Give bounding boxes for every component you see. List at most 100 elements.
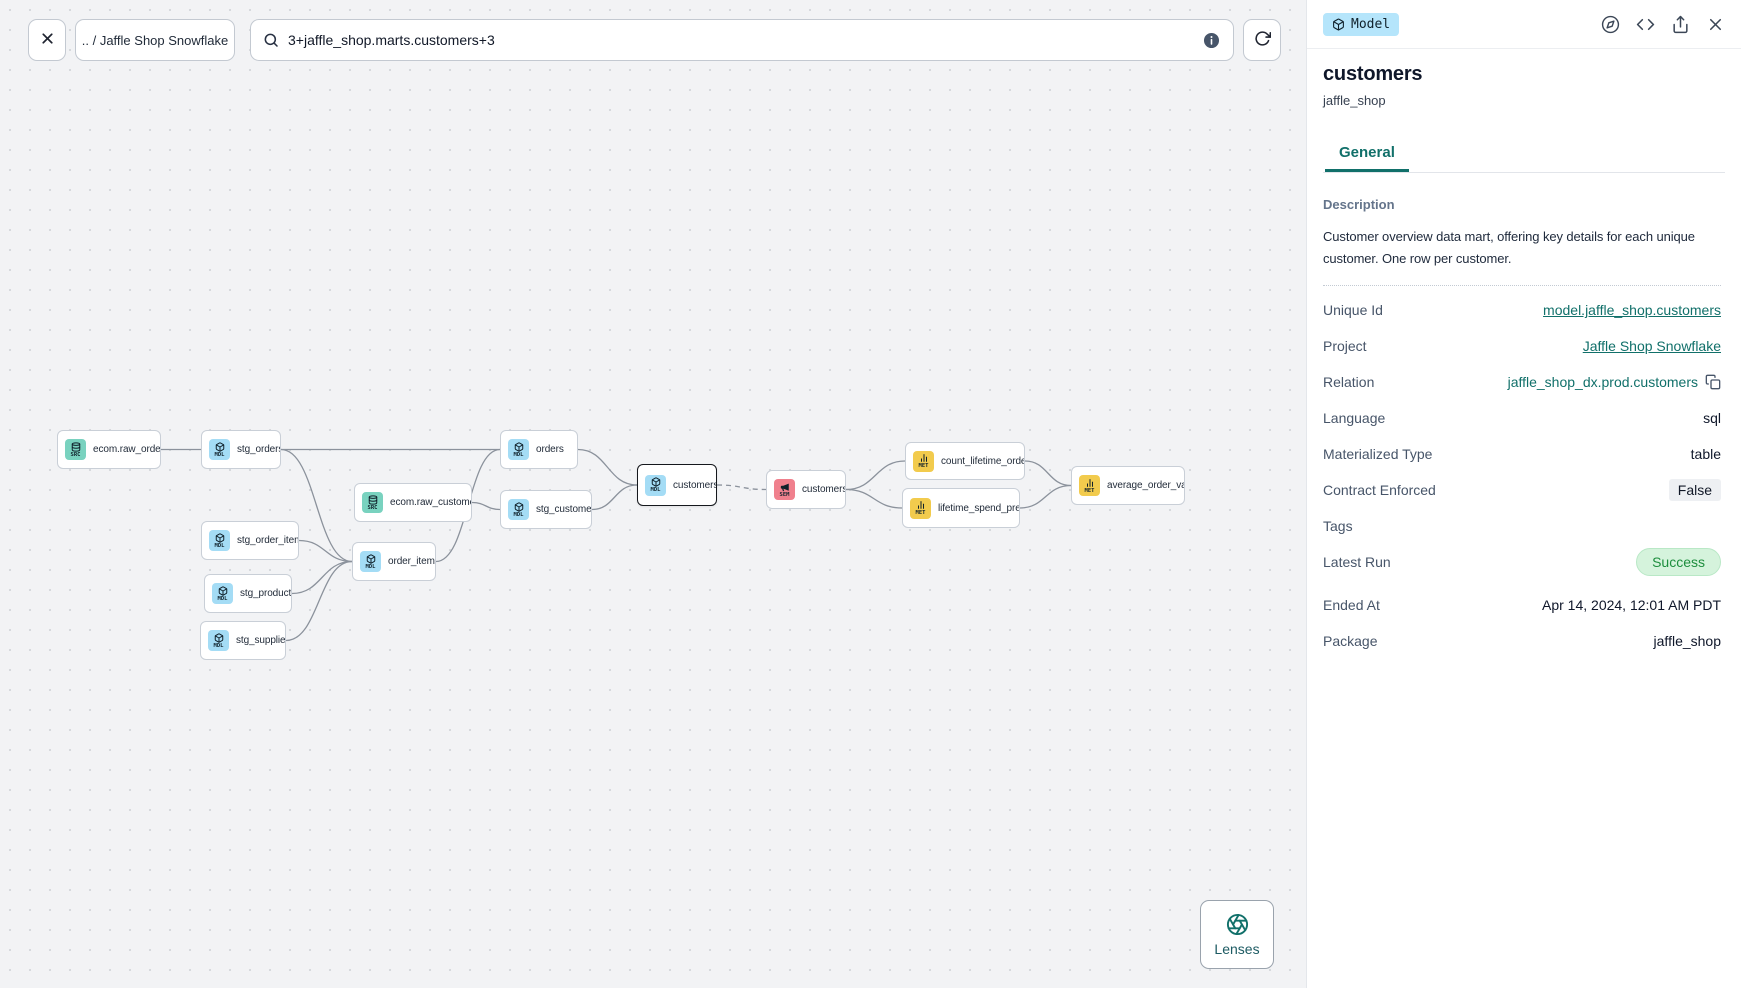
field-label: Tags: [1323, 518, 1353, 534]
dag-node-stg_customers[interactable]: MDL stg_customers: [500, 490, 592, 529]
node-label: average_order_value: [1107, 480, 1184, 491]
node-label: order_items: [388, 556, 436, 567]
status-badge: Success: [1636, 548, 1721, 576]
status-chip: False: [1668, 479, 1721, 501]
breadcrumb[interactable]: .. / Jaffle Shop Snowflake: [75, 19, 235, 61]
detail-row: Latest Run Success: [1323, 544, 1721, 580]
cube-icon: MDL: [209, 439, 230, 460]
database-icon: SRC: [362, 492, 383, 513]
cube-icon: MDL: [208, 630, 229, 651]
node-label: stg_products: [240, 588, 292, 599]
close-lineage-button[interactable]: [28, 19, 66, 61]
field-value: table: [1690, 446, 1721, 462]
field-label: Relation: [1323, 374, 1375, 390]
database-icon: SRC: [65, 439, 86, 460]
search-icon: [264, 33, 278, 47]
field-value: Apr 14, 2024, 12:01 AM PDT: [1542, 597, 1721, 613]
description-label: Description: [1323, 197, 1395, 212]
refresh-button[interactable]: [1243, 19, 1281, 61]
cube-icon: MDL: [508, 439, 529, 460]
node-label: stg_customers: [536, 504, 592, 515]
code-icon[interactable]: [1635, 15, 1655, 35]
field-label: Ended At: [1323, 597, 1380, 613]
detail-row: Tags: [1323, 508, 1721, 544]
field-label: Latest Run: [1323, 554, 1391, 570]
dag-node-customers_sem[interactable]: SEM customers: [766, 470, 846, 509]
field-value: model.jaffle_shop.customers: [1543, 302, 1721, 318]
field-label: Project: [1323, 338, 1367, 354]
detail-row: Contract Enforced False: [1323, 472, 1721, 508]
megaphone-icon: SEM: [774, 479, 795, 500]
detail-row: Materialized Type table: [1323, 436, 1721, 472]
detail-row: Relation jaffle_shop_dx.prod.customers: [1323, 364, 1721, 400]
field-label: Materialized Type: [1323, 446, 1433, 462]
field-value: jaffle_shop_dx.prod.customers: [1508, 374, 1721, 390]
field-value-link[interactable]: model.jaffle_shop.customers: [1543, 302, 1721, 318]
detail-row: Project Jaffle Shop Snowflake: [1323, 328, 1721, 364]
panel-tabs: General: [1323, 135, 1725, 173]
detail-row: Ended At Apr 14, 2024, 12:01 AM PDT: [1323, 587, 1721, 623]
dag-node-order_items[interactable]: MDL order_items: [352, 542, 436, 581]
dag-node-stg_orders[interactable]: MDL stg_orders: [201, 430, 281, 469]
share-icon[interactable]: [1670, 15, 1690, 35]
field-label: Unique Id: [1323, 302, 1383, 318]
dag-node-ecom_raw_customers[interactable]: SRC ecom.raw_customers: [354, 483, 472, 522]
cube-icon: MDL: [212, 583, 233, 604]
dag-node-stg_supplies[interactable]: MDL stg_supplies: [200, 621, 286, 660]
cube-icon: MDL: [209, 530, 230, 551]
lenses-label: Lenses: [1214, 940, 1260, 957]
field-label: Package: [1323, 633, 1378, 649]
dag-node-stg_products[interactable]: MDL stg_products: [204, 574, 292, 613]
copy-icon[interactable]: [1705, 374, 1721, 390]
close-panel-icon[interactable]: [1705, 15, 1725, 35]
info-icon[interactable]: [1202, 31, 1221, 50]
divider: [1323, 285, 1721, 286]
cube-icon: MDL: [360, 551, 381, 572]
metric-icon: MET: [910, 497, 931, 519]
resource-type-badge: Model: [1323, 13, 1400, 36]
field-value: False: [1668, 479, 1721, 501]
node-label: orders: [536, 444, 564, 455]
tab-general[interactable]: General: [1325, 135, 1409, 172]
node-label: count_lifetime_orders: [941, 455, 1024, 467]
search-input[interactable]: [288, 32, 1193, 48]
field-value: jaffle_shop: [1653, 633, 1721, 649]
node-label: stg_supplies: [236, 635, 286, 646]
resource-type-label: Model: [1351, 17, 1391, 32]
node-label: customers: [673, 479, 717, 491]
metric-icon: MET: [1079, 475, 1100, 496]
dag-node-lifetime_spend_pretax[interactable]: MET lifetime_spend_pretax: [902, 488, 1020, 528]
metric-icon: MET: [913, 450, 934, 472]
explore-compass-icon[interactable]: [1600, 15, 1620, 35]
dag-node-customers[interactable]: MDL customers: [637, 464, 717, 506]
cube-icon: MDL: [508, 499, 529, 520]
description-text: Customer overview data mart, offering ke…: [1323, 229, 1695, 266]
cube-icon: MDL: [645, 474, 666, 496]
field-label: Language: [1323, 410, 1386, 426]
field-value: Jaffle Shop Snowflake: [1583, 338, 1721, 354]
dag-node-ecom_raw_orders[interactable]: SRC ecom.raw_orders: [57, 430, 161, 469]
details-panel: Model customers jaffle_shop General Desc…: [1306, 0, 1741, 988]
lineage-canvas[interactable]: SRCecom.raw_ordersMDLstg_ordersMDLstg_or…: [0, 0, 1306, 988]
refresh-icon: [1254, 30, 1271, 50]
close-icon: [39, 30, 56, 50]
panel-header: Model: [1307, 0, 1741, 49]
dag-node-average_order_value[interactable]: MET average_order_value: [1071, 466, 1185, 505]
dag-node-count_lifetime_orders[interactable]: MET count_lifetime_orders: [905, 442, 1025, 480]
node-label: stg_orders: [237, 444, 281, 455]
node-label: lifetime_spend_pretax: [938, 502, 1020, 514]
field-value-link[interactable]: Jaffle Shop Snowflake: [1582, 338, 1721, 354]
cube-icon: [1333, 18, 1344, 31]
node-label: ecom.raw_orders: [93, 444, 161, 455]
node-label: ecom.raw_customers: [390, 497, 471, 508]
field-label: Contract Enforced: [1323, 482, 1436, 498]
node-label: customers: [802, 484, 846, 495]
field-value: Success: [1636, 548, 1721, 576]
dag-node-orders[interactable]: MDL orders: [500, 430, 578, 469]
field-value: sql: [1703, 410, 1721, 426]
lenses-button[interactable]: Lenses: [1200, 900, 1274, 969]
detail-row: Unique Id model.jaffle_shop.customers: [1323, 292, 1721, 328]
